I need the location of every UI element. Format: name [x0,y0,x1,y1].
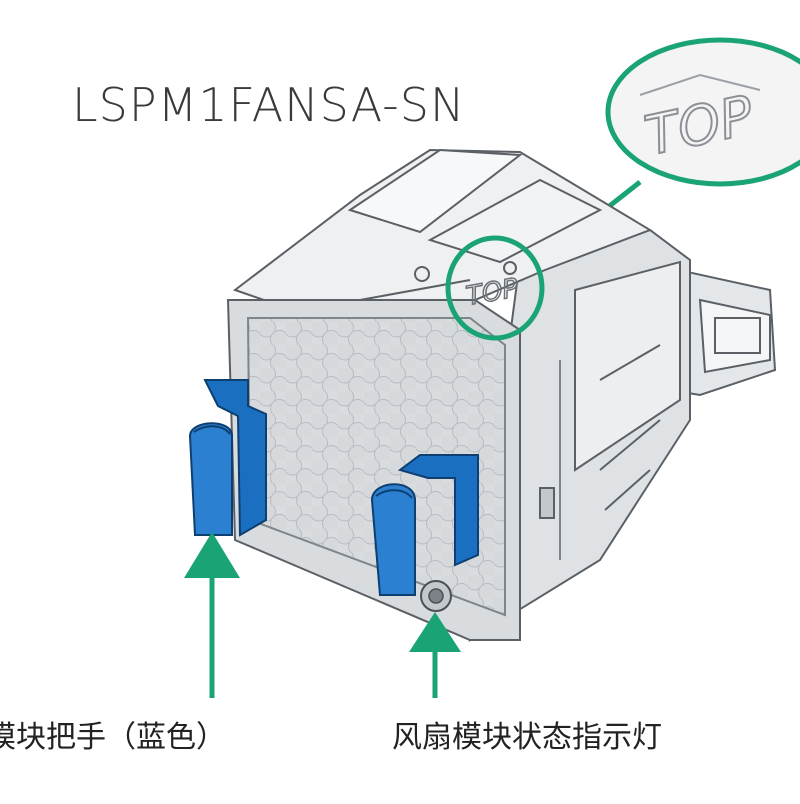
left-handle[interactable] [188,379,267,537]
indicator-callout-label: 风扇模块状态指示灯 [392,720,662,755]
handle-callout-label: 模块把手（蓝色） [0,720,226,755]
status-indicator-led [420,580,452,612]
module-top-surface [232,148,653,332]
module-front-face [226,299,521,641]
model-label: LSPM1FANSA-SN [72,78,466,132]
right-handle[interactable] [370,454,479,596]
indicator-arrow [409,612,461,698]
handle-arrow [184,532,240,698]
top-label-zoom-callout: TOP [536,37,800,264]
